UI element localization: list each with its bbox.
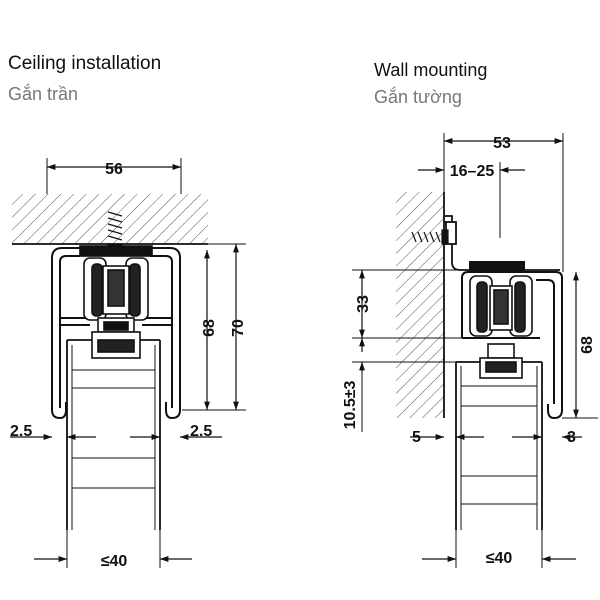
dim-gap-right-2-5: 2.5: [190, 423, 212, 440]
dim-56: 56: [105, 161, 123, 178]
wall-roller-carriage: [469, 275, 533, 379]
wall-track-profile: [461, 261, 563, 420]
dim-70: 70: [230, 319, 247, 337]
dim-gap-left-5: 5: [412, 429, 421, 446]
wall-mounting-title: Wall mounting: [374, 60, 488, 80]
wall-hatch: [396, 192, 444, 418]
dim-33: 33: [355, 295, 372, 313]
dim-gap-left-2-5: 2.5: [10, 423, 32, 440]
ceiling-door-panel: [66, 339, 161, 530]
wall-door-panel: [455, 361, 543, 530]
dim-10-5-tol: 10.5±3: [342, 380, 359, 429]
dim-door-left: ≤40: [101, 553, 128, 570]
dim-68-right: 68: [579, 336, 596, 354]
wall-screw: [411, 229, 449, 245]
ceiling-installation-title: Ceiling installation: [8, 53, 162, 74]
dim-gap-right-3: 3: [567, 429, 576, 446]
wall-mounting-subtitle: Gắn tường: [374, 87, 462, 107]
ceiling-track-profile: [51, 247, 181, 420]
ceiling-roller-carriage: [79, 245, 153, 359]
wall-drawing: [352, 133, 598, 568]
ceiling-drawing: [10, 158, 246, 568]
ceiling-installation-subtitle: Gắn trần: [8, 84, 79, 104]
dim-68-left: 68: [201, 319, 218, 337]
dim-16-25: 16–25: [450, 163, 495, 180]
dim-53: 53: [493, 135, 511, 152]
dim-door-right: ≤40: [486, 550, 513, 567]
